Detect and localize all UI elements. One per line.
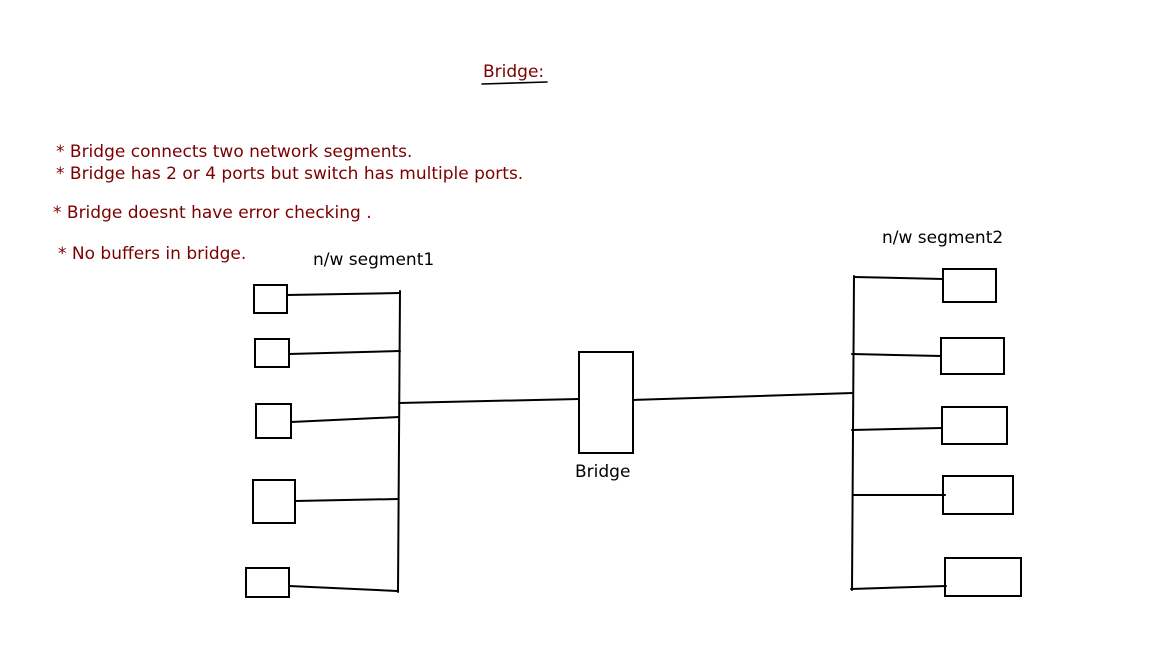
note-2: * Bridge has 2 or 4 ports but switch has…	[56, 164, 524, 184]
segment1-host-3-link	[290, 416, 400, 423]
segment2-host-5-link	[850, 585, 947, 590]
note-4: * No buffers in bridge.	[58, 244, 247, 264]
segment2-bus	[851, 275, 855, 591]
note-1: * Bridge connects two network segments.	[56, 142, 413, 162]
segment2-host-2-link	[851, 353, 942, 357]
segment1-host-3	[255, 403, 292, 439]
segment2-host-4	[942, 475, 1014, 515]
segment2-host-1-link	[853, 276, 944, 280]
segment1-bus	[397, 290, 401, 593]
segment1-host-1	[253, 284, 288, 314]
segment1-host-1-link	[286, 292, 401, 296]
segment1-host-4	[252, 479, 296, 524]
segment2-host-3	[941, 406, 1008, 445]
segment1-host-5	[245, 567, 290, 598]
title-underline	[481, 81, 548, 85]
segment2-host-2	[940, 337, 1005, 375]
segment2-host-3-link	[851, 427, 943, 431]
segment1-bridge-link	[398, 398, 580, 404]
segment1-host-2-link	[288, 350, 401, 355]
segment2-label: n/w segment2	[882, 228, 1004, 248]
note-3: * Bridge doesnt have error checking .	[53, 203, 372, 223]
bridge-device	[578, 351, 634, 454]
segment1-host-4-link	[294, 498, 399, 502]
segment1-host-5-link	[288, 585, 398, 592]
segment1-host-2	[254, 338, 290, 368]
segment1-label: n/w segment1	[313, 250, 435, 270]
bridge-label: Bridge	[575, 462, 631, 482]
segment2-host-5	[944, 557, 1022, 597]
bridge-segment2-link	[632, 392, 854, 401]
page-title: Bridge:	[483, 62, 545, 82]
segment2-host-1	[942, 268, 997, 303]
